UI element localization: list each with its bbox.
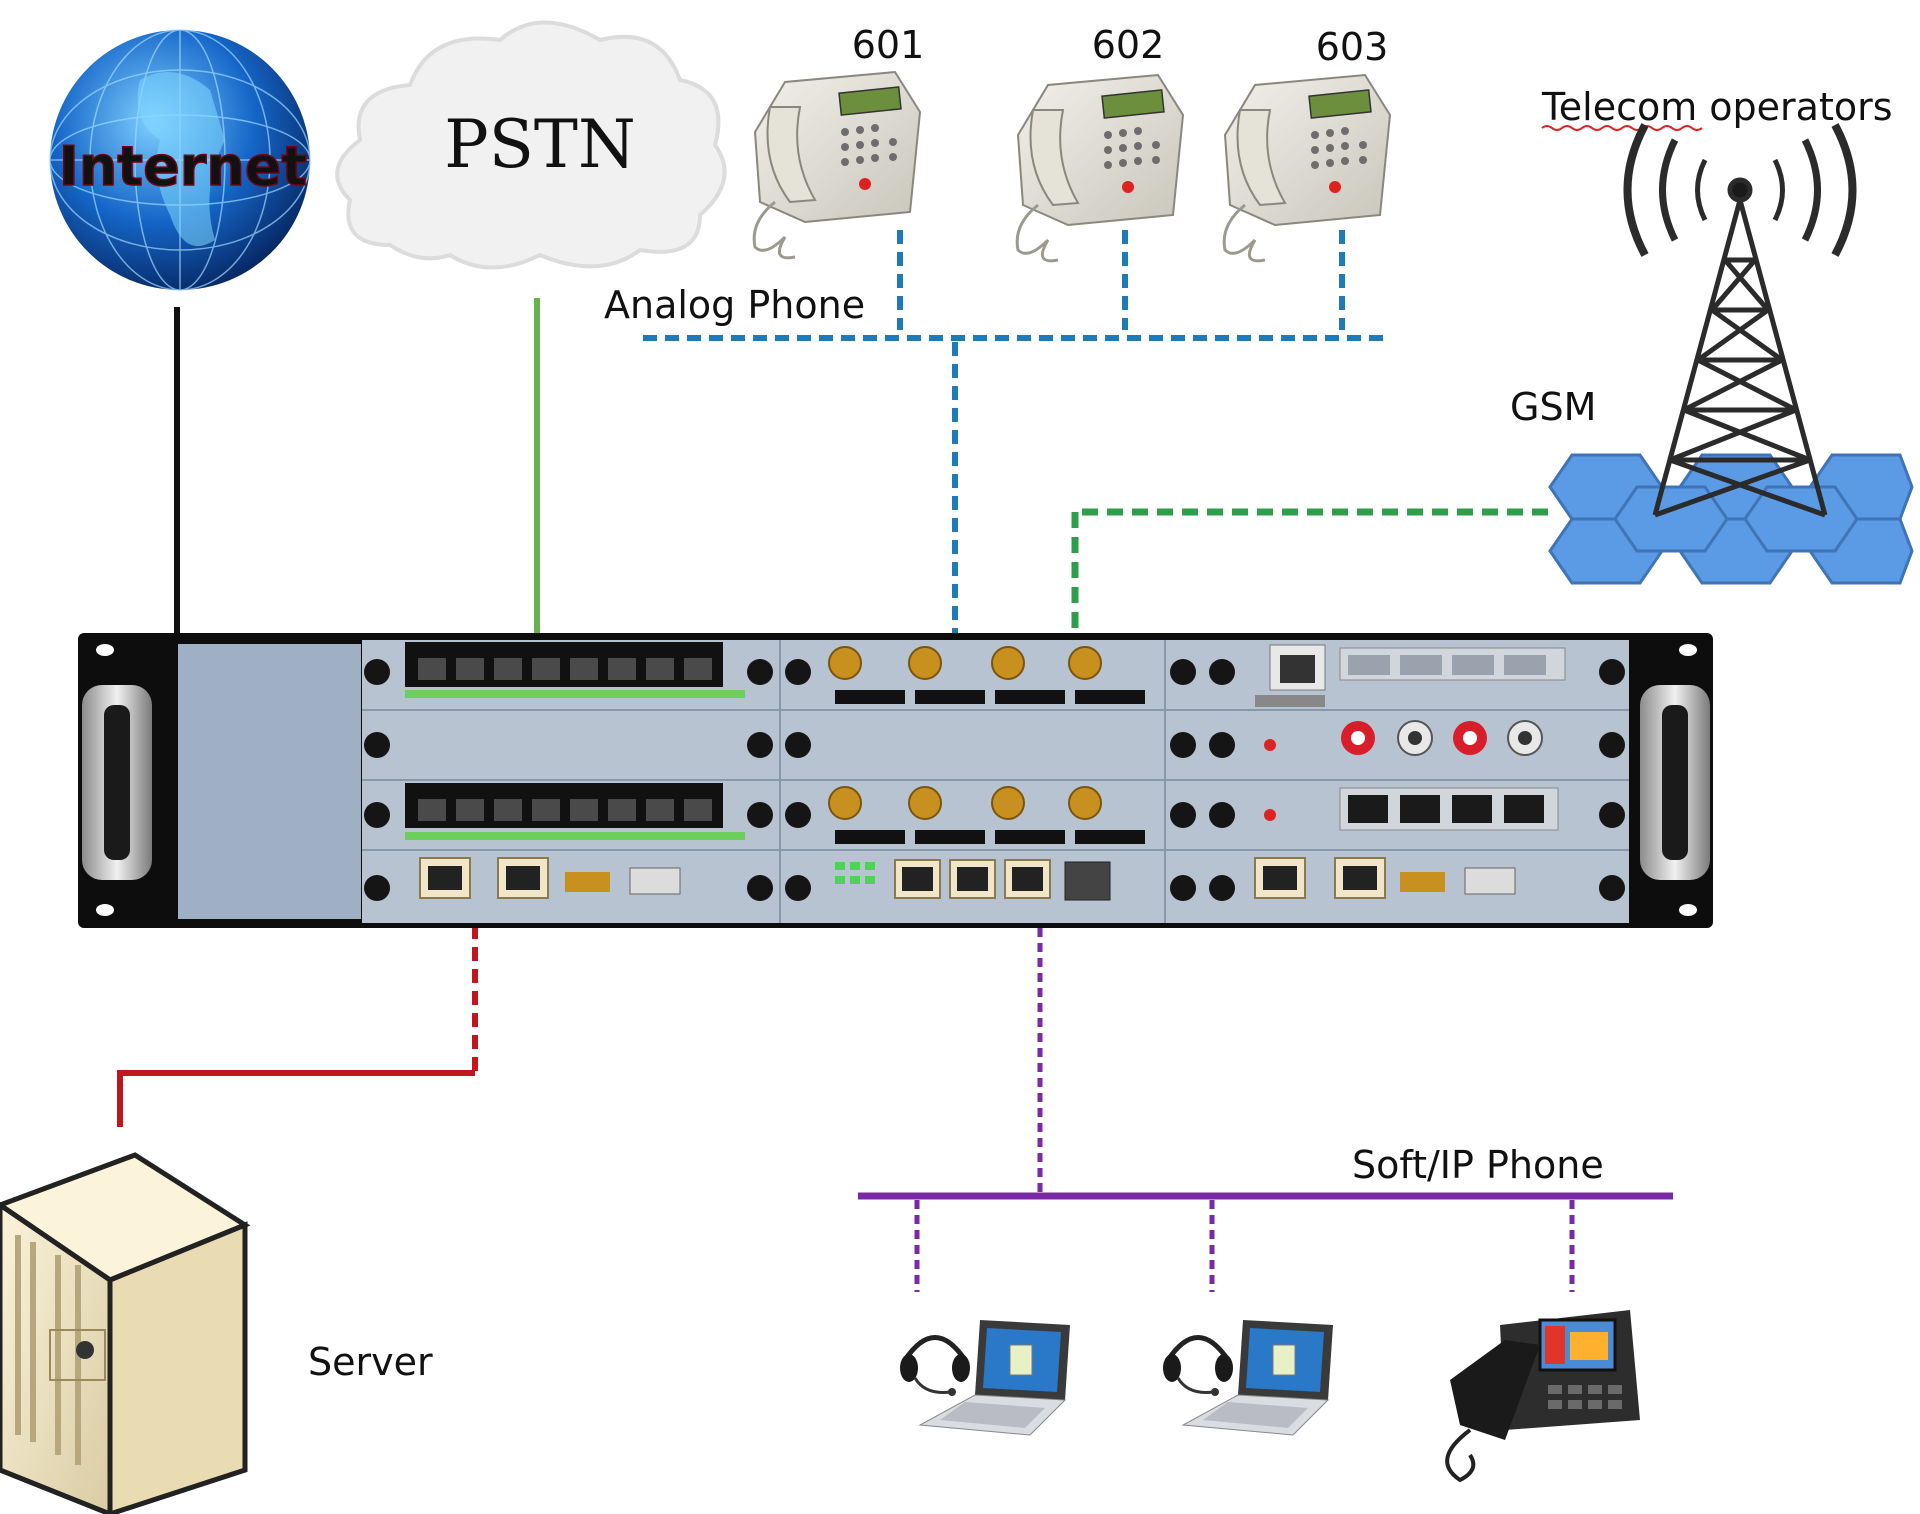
telecom-label: Telecom operators: [1541, 85, 1893, 129]
gsm-antenna-ports: [828, 646, 1145, 844]
internet-node: Internet: [49, 29, 311, 291]
ip-phones-node: Soft/IP Phone: [900, 1143, 1640, 1483]
desk-phone-602: 602: [1015, 23, 1185, 263]
connections: [117, 230, 1673, 1292]
phone-601-label: 601: [852, 23, 925, 67]
desk-phone-icon: [752, 70, 922, 260]
desk-phone-icon: [1222, 73, 1392, 263]
soft-ip-phone-label: Soft/IP Phone: [1352, 1143, 1604, 1187]
analog-phone-label: Analog Phone: [604, 283, 865, 327]
analog-phones: 601 602 603 Analog Phone: [604, 23, 1392, 327]
internet-label: Internet: [59, 135, 307, 198]
blank-panel: [178, 644, 361, 919]
phone-602-label: 602: [1092, 23, 1165, 67]
gsm-link: [1071, 508, 1548, 660]
audio-ports: [1264, 720, 1543, 756]
server-icon: [0, 1152, 251, 1514]
bottom-row-ports: [419, 857, 1516, 901]
ethernet-ports-top: [1255, 644, 1566, 707]
antenna-tower-icon: [1623, 123, 1857, 518]
pstn-label: PSTN: [444, 106, 635, 183]
gsm-cells: [1548, 453, 1914, 585]
ethernet-ports-middle: [1264, 787, 1559, 831]
telecom-node: Telecom operators GSM: [1510, 85, 1914, 585]
gateway-chassis: [78, 633, 1713, 928]
cloud-icon: [335, 20, 727, 270]
globe-icon: [49, 29, 311, 291]
gsm-label: GSM: [1510, 385, 1596, 429]
desk-phone-601: 601: [752, 23, 925, 260]
server-link: [117, 925, 478, 1127]
ip-phone-icon: [1445, 1310, 1640, 1483]
server-label: Server: [308, 1340, 433, 1384]
fxs-ports-top: [405, 642, 745, 698]
ip-link: [858, 928, 1673, 1292]
laptop-headset-icon: [1163, 1320, 1333, 1435]
analog-link: [643, 230, 1385, 730]
server-node: Server: [0, 1152, 433, 1514]
laptop-headset-icon: [900, 1320, 1070, 1435]
pstn-node: PSTN: [335, 20, 727, 270]
fxs-ports-bottom: [405, 783, 745, 840]
desk-phone-603: 603: [1222, 25, 1392, 263]
desk-phone-icon: [1015, 73, 1185, 263]
phone-603-label: 603: [1316, 25, 1389, 69]
